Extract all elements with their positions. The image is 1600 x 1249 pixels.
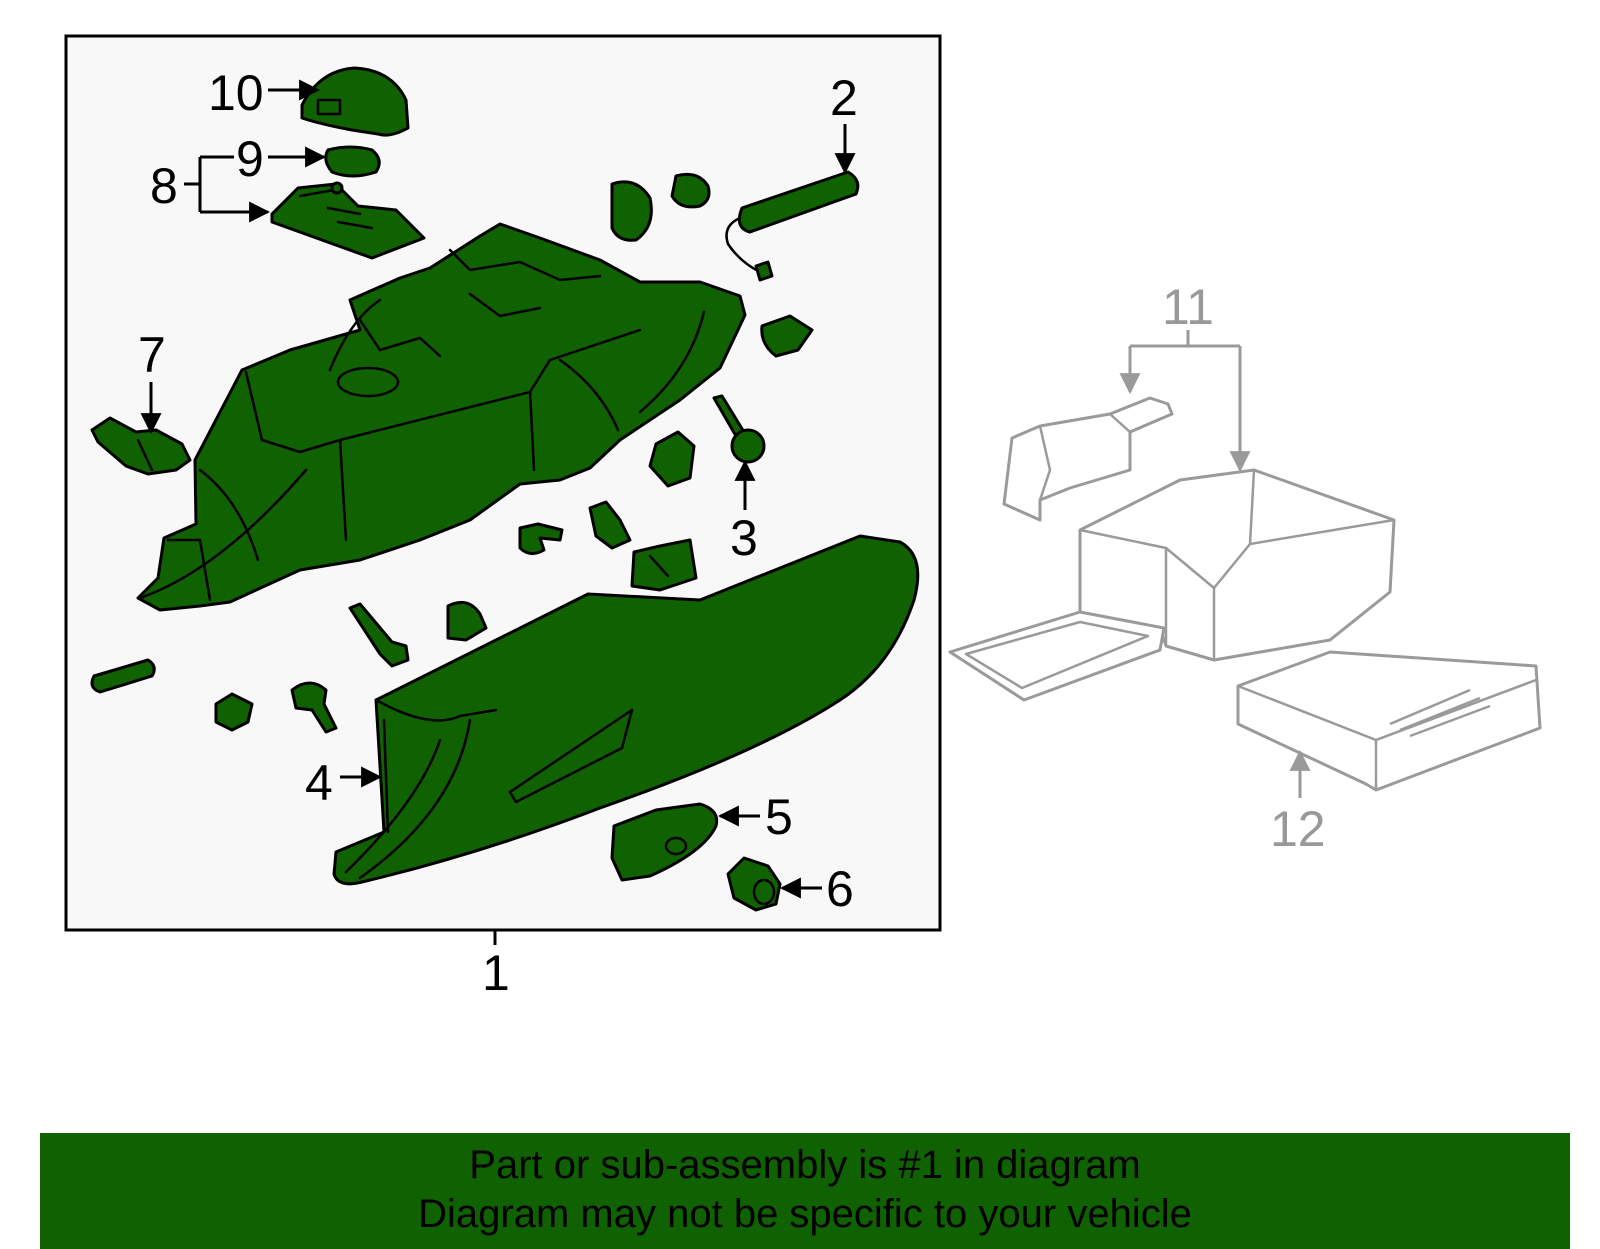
screw-a[interactable] [518,522,564,555]
part-10-lamp-housing[interactable] [300,66,410,137]
callout-9: 9 [236,131,264,187]
part-4-glovebox-door[interactable] [332,534,920,886]
callout-6: 6 [826,861,854,917]
screw-b[interactable] [290,681,338,734]
bolt-a[interactable] [348,602,410,668]
leader-11 [1130,330,1240,348]
clip-round-a[interactable] [610,180,653,242]
callout-2: 2 [830,70,858,126]
clip-right-a[interactable] [760,314,814,358]
callout-7: 7 [138,327,166,383]
part-1-glovebox-housing[interactable] [136,222,747,612]
clip-spring-a[interactable] [588,500,632,550]
part-6-lock-cylinder[interactable] [726,856,782,912]
pin-small[interactable] [90,658,156,694]
part-11-insert-upper[interactable] [1002,396,1174,522]
info-banner: Part or sub-assembly is #1 in diagram Di… [40,1133,1570,1249]
callout-3: 3 [730,510,758,566]
banner-line-1: Part or sub-assembly is #1 in diagram [469,1143,1141,1187]
callout-10: 10 [208,65,264,121]
callout-4: 4 [305,755,333,811]
callout-8: 8 [150,158,178,214]
leader-8 [184,155,234,212]
part-8-switch-bracket[interactable] [270,181,426,260]
clip-square-d[interactable] [214,692,254,732]
part-5-latch[interactable] [610,802,719,882]
callout-11: 11 [1162,279,1214,335]
clip-spring-b[interactable] [630,538,698,592]
nut-a[interactable] [446,600,488,642]
callout-1: 1 [482,945,510,1001]
callout-5: 5 [765,789,793,845]
part-12-storage-drawer[interactable] [1236,650,1542,792]
banner-line-2: Diagram may not be specific to your vehi… [418,1192,1192,1236]
part-11-insert-tray[interactable] [948,468,1396,702]
part-7-pivot-pin[interactable] [90,416,192,476]
callout-12: 12 [1270,801,1326,857]
clip-round-b[interactable] [670,172,711,209]
part-2-damper[interactable] [725,170,860,282]
clip-square-c[interactable] [648,430,696,488]
part-9-bulb[interactable] [324,145,381,178]
part-3-pin[interactable] [712,394,766,464]
